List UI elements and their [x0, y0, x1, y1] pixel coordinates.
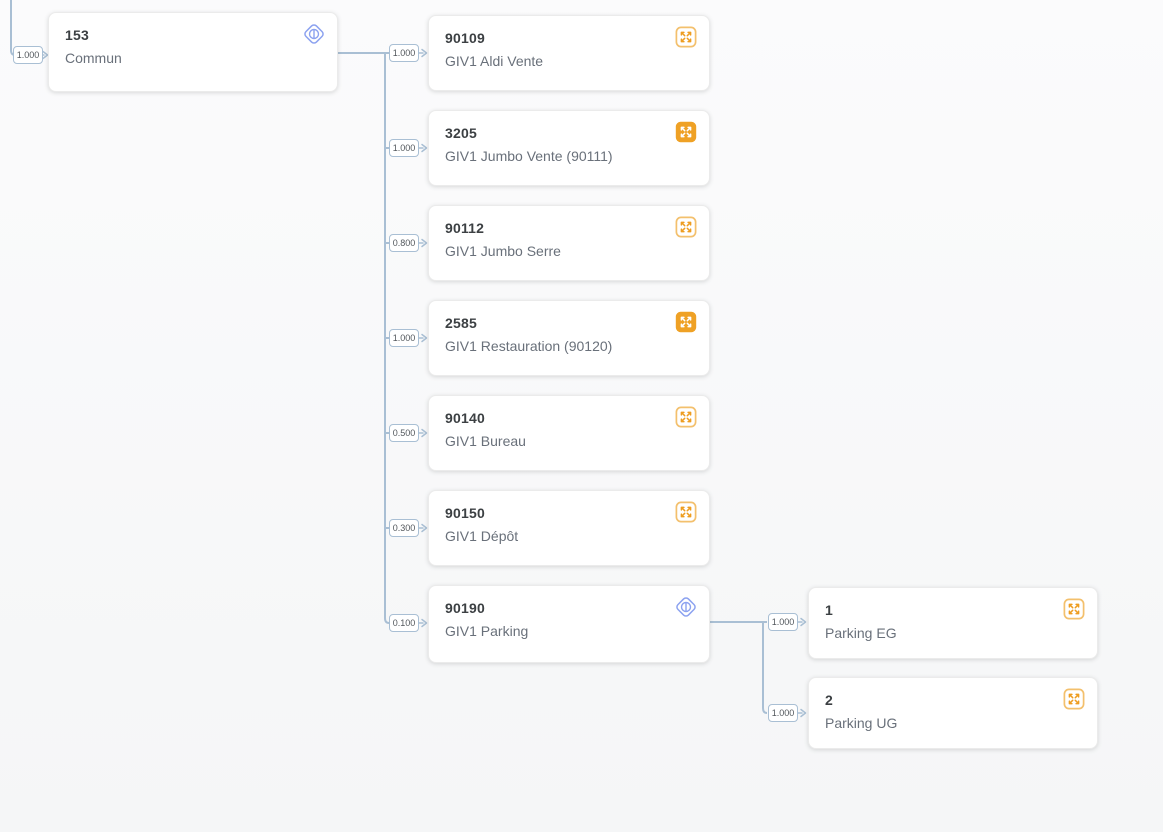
node-subtitle: Parking UG: [825, 715, 898, 731]
edge-weight-label: 0.800: [389, 234, 419, 252]
node-subtitle: GIV1 Jumbo Serre: [445, 243, 561, 259]
node-title: 90140: [445, 410, 485, 426]
edge-weight-label: 0.100: [389, 614, 419, 632]
node-title: 153: [65, 27, 89, 43]
expand-outline-icon[interactable]: [674, 215, 698, 239]
node-subtitle: GIV1 Parking: [445, 623, 529, 639]
edge-weight-label: 0.300: [389, 519, 419, 537]
tree-node-90109[interactable]: 90109 GIV1 Aldi Vente: [428, 15, 710, 91]
edge-weight-label: 1.000: [389, 329, 419, 347]
node-subtitle: GIV1 Bureau: [445, 433, 526, 449]
expand-outline-icon[interactable]: [1062, 597, 1086, 621]
expand-outline-icon[interactable]: [674, 500, 698, 524]
hub-icon[interactable]: [302, 22, 326, 46]
tree-node-90190[interactable]: 90190 GIV1 Parking: [428, 585, 710, 663]
node-subtitle: Parking EG: [825, 625, 897, 641]
tree-node-2585[interactable]: 2585 GIV1 Restauration (90120): [428, 300, 710, 376]
node-title: 90150: [445, 505, 485, 521]
tree-node-90140[interactable]: 90140 GIV1 Bureau: [428, 395, 710, 471]
node-title: 90112: [445, 220, 485, 236]
expand-outline-icon[interactable]: [674, 405, 698, 429]
tree-node-90112[interactable]: 90112 GIV1 Jumbo Serre: [428, 205, 710, 281]
node-title: 90109: [445, 30, 485, 46]
edge-weight-label: 1.000: [13, 46, 43, 64]
edge-weight-label: 1.000: [768, 613, 798, 631]
edge-weight-label: 1.000: [389, 139, 419, 157]
node-title: 2: [825, 692, 833, 708]
tree-node-parking-eg[interactable]: 1 Parking EG: [808, 587, 1098, 659]
expand-filled-icon[interactable]: [674, 120, 698, 144]
tree-node-90150[interactable]: 90150 GIV1 Dépôt: [428, 490, 710, 566]
node-subtitle: GIV1 Jumbo Vente (90111): [445, 148, 613, 164]
edge-weight-label: 0.500: [389, 424, 419, 442]
hub-icon[interactable]: [674, 595, 698, 619]
node-subtitle: GIV1 Aldi Vente: [445, 53, 544, 69]
node-title: 2585: [445, 315, 477, 331]
node-subtitle: GIV1 Dépôt: [445, 528, 519, 544]
expand-filled-icon[interactable]: [674, 310, 698, 334]
edge-weight-label: 1.000: [389, 44, 419, 62]
tree-node-parking-ug[interactable]: 2 Parking UG: [808, 677, 1098, 749]
tree-node-3205[interactable]: 3205 GIV1 Jumbo Vente (90111): [428, 110, 710, 186]
tree-node-153[interactable]: 153 Commun: [48, 12, 338, 92]
expand-outline-icon[interactable]: [1062, 687, 1086, 711]
node-subtitle: Commun: [65, 50, 122, 66]
node-subtitle: GIV1 Restauration (90120): [445, 338, 613, 354]
edge-weight-label: 1.000: [768, 704, 798, 722]
node-title: 1: [825, 602, 833, 618]
expand-outline-icon[interactable]: [674, 25, 698, 49]
node-title: 3205: [445, 125, 477, 141]
node-title: 90190: [445, 600, 485, 616]
